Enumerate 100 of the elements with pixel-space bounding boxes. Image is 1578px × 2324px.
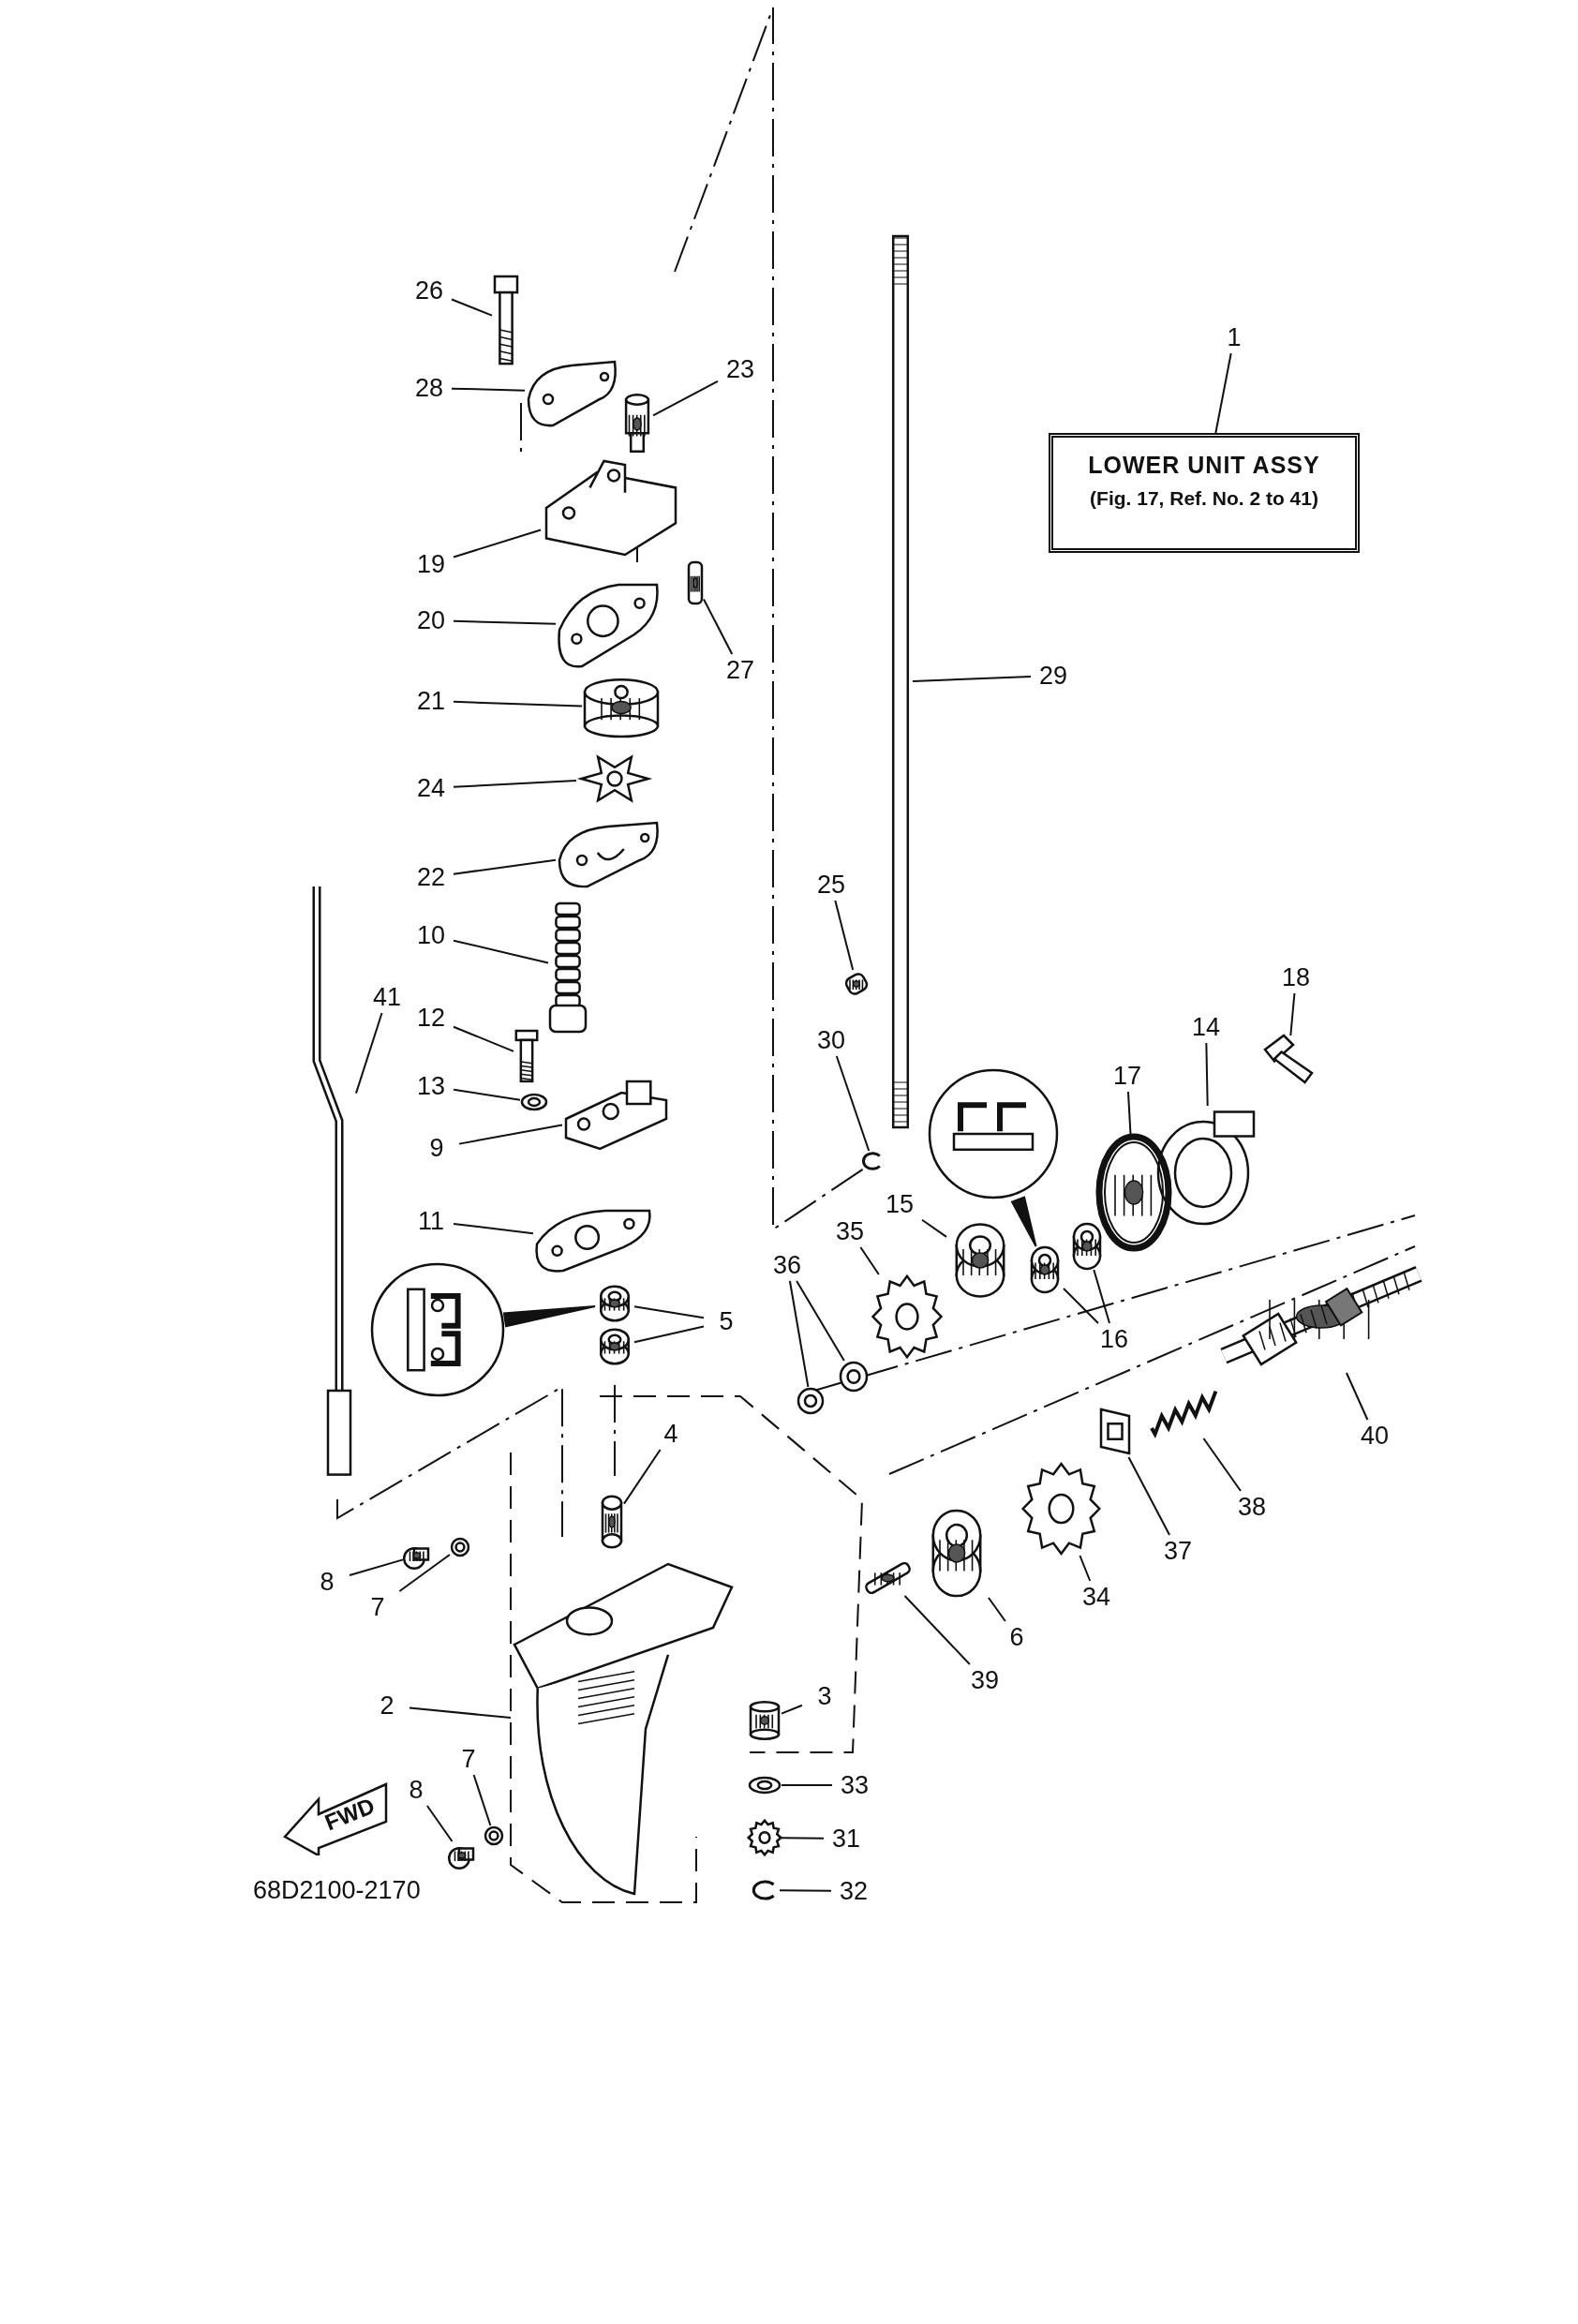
leader-line [633, 1325, 705, 1344]
callout-number: 1 [1212, 321, 1257, 353]
callout-number: 11 [409, 1205, 454, 1237]
callout-number: 20 [409, 604, 454, 636]
leader-line [633, 1305, 705, 1319]
leader-line [781, 1837, 825, 1840]
leader-line [453, 780, 577, 788]
callout-number: 32 [831, 1875, 876, 1907]
callout-number: 23 [718, 353, 763, 385]
leader-line [779, 1889, 832, 1892]
leader-line [1205, 1042, 1209, 1107]
leader-line [453, 700, 583, 708]
leader-line [425, 1805, 454, 1842]
callout-number: 39 [962, 1664, 1007, 1696]
leader-line [1063, 1288, 1099, 1324]
washer-drawing [796, 1387, 825, 1415]
callout-number: 29 [1031, 660, 1076, 692]
washer-drawing [839, 1361, 869, 1393]
leader-line [453, 1222, 534, 1235]
callout-number: 37 [1155, 1535, 1200, 1567]
leader-line [1126, 1091, 1132, 1135]
callout-number: 15 [877, 1188, 922, 1220]
washer-drawing [748, 1776, 782, 1795]
leader-line [1345, 1372, 1369, 1421]
callout-number: 35 [827, 1215, 872, 1247]
box-title: LOWER UNIT ASSY [1087, 451, 1321, 480]
o-ring-drawing [1096, 1134, 1171, 1251]
callout-number: 10 [409, 919, 454, 951]
callout-number: 26 [407, 275, 452, 306]
leader-line [453, 1025, 514, 1052]
leader-line [1079, 1555, 1092, 1582]
leader-line [398, 1554, 451, 1592]
callout-number: 41 [365, 981, 409, 1013]
detail-pointer [1010, 1196, 1037, 1247]
callout-number: 24 [409, 772, 454, 804]
leader-line [453, 939, 549, 964]
leader-line [859, 1246, 880, 1275]
leader-line [987, 1597, 1006, 1622]
leader-line [349, 1558, 404, 1576]
callout-number: 13 [409, 1070, 454, 1102]
callout-number: 18 [1273, 961, 1318, 993]
bushing-drawing [748, 1701, 782, 1740]
callout-number: 17 [1105, 1060, 1150, 1092]
direction-label: FWD [320, 1792, 379, 1837]
callout-number: 6 [994, 1621, 1039, 1653]
leader-line [1093, 1269, 1110, 1324]
callout-number: 34 [1074, 1581, 1119, 1613]
bevel-gear-drawing [1021, 1462, 1101, 1556]
callout-number: 5 [704, 1305, 749, 1337]
bevel-gear-drawing [871, 1274, 943, 1359]
callout-number: 30 [809, 1024, 854, 1056]
washer-drawing [520, 1093, 548, 1111]
callout-number: 8 [394, 1774, 439, 1806]
callout-number: 12 [409, 1002, 454, 1034]
callout-number: 31 [824, 1823, 869, 1855]
pinion-drawing [748, 1820, 782, 1855]
callout-number: 27 [718, 654, 763, 686]
callout-number: 4 [648, 1418, 693, 1450]
leader-line [409, 1706, 512, 1720]
leader-line [703, 598, 734, 655]
leader-line [1289, 992, 1296, 1036]
pin-drawing [687, 560, 704, 605]
leader-line [835, 1055, 871, 1152]
detail-view-drawing [928, 1068, 1059, 1199]
leader-line [451, 387, 526, 392]
bolt-drawing [492, 276, 520, 365]
bolt-drawing [514, 1031, 540, 1082]
callout-number: 16 [1092, 1323, 1137, 1355]
gasket-drawing [556, 581, 661, 670]
callout-number: 14 [1184, 1011, 1228, 1043]
detail-view-drawing [370, 1262, 505, 1397]
leader-line [912, 675, 1032, 682]
callout-number: 8 [305, 1566, 350, 1598]
leader-line [453, 1088, 521, 1101]
leader-line [1127, 1456, 1171, 1536]
callout-number: 36 [765, 1249, 810, 1281]
leader-line [623, 1449, 662, 1505]
pump-liner-drawing [582, 677, 661, 738]
leader-line [788, 1280, 810, 1388]
leader-line [458, 1124, 563, 1145]
callout-number: 7 [355, 1591, 400, 1623]
leader-line [781, 1784, 833, 1786]
leader-line [921, 1218, 947, 1238]
callout-number: 22 [409, 861, 454, 893]
leader-line [834, 900, 855, 971]
bolt-drawing [1265, 1035, 1312, 1082]
callout-number: 28 [407, 372, 452, 404]
tube-holder-drawing [562, 1078, 670, 1153]
callout-number: 25 [809, 869, 854, 901]
leader-line [453, 858, 557, 875]
gasket-drawing [533, 1207, 653, 1274]
callout-number: 21 [409, 685, 454, 717]
leader-line [1202, 1438, 1242, 1492]
leader-line [451, 298, 493, 317]
part-number: 68D2100-2170 [253, 1876, 421, 1905]
label-box [1049, 433, 1360, 553]
detail-pointer [502, 1305, 596, 1328]
callout-number: 38 [1229, 1491, 1274, 1523]
leader-line [781, 1704, 803, 1715]
washer-drawing [450, 1537, 470, 1557]
